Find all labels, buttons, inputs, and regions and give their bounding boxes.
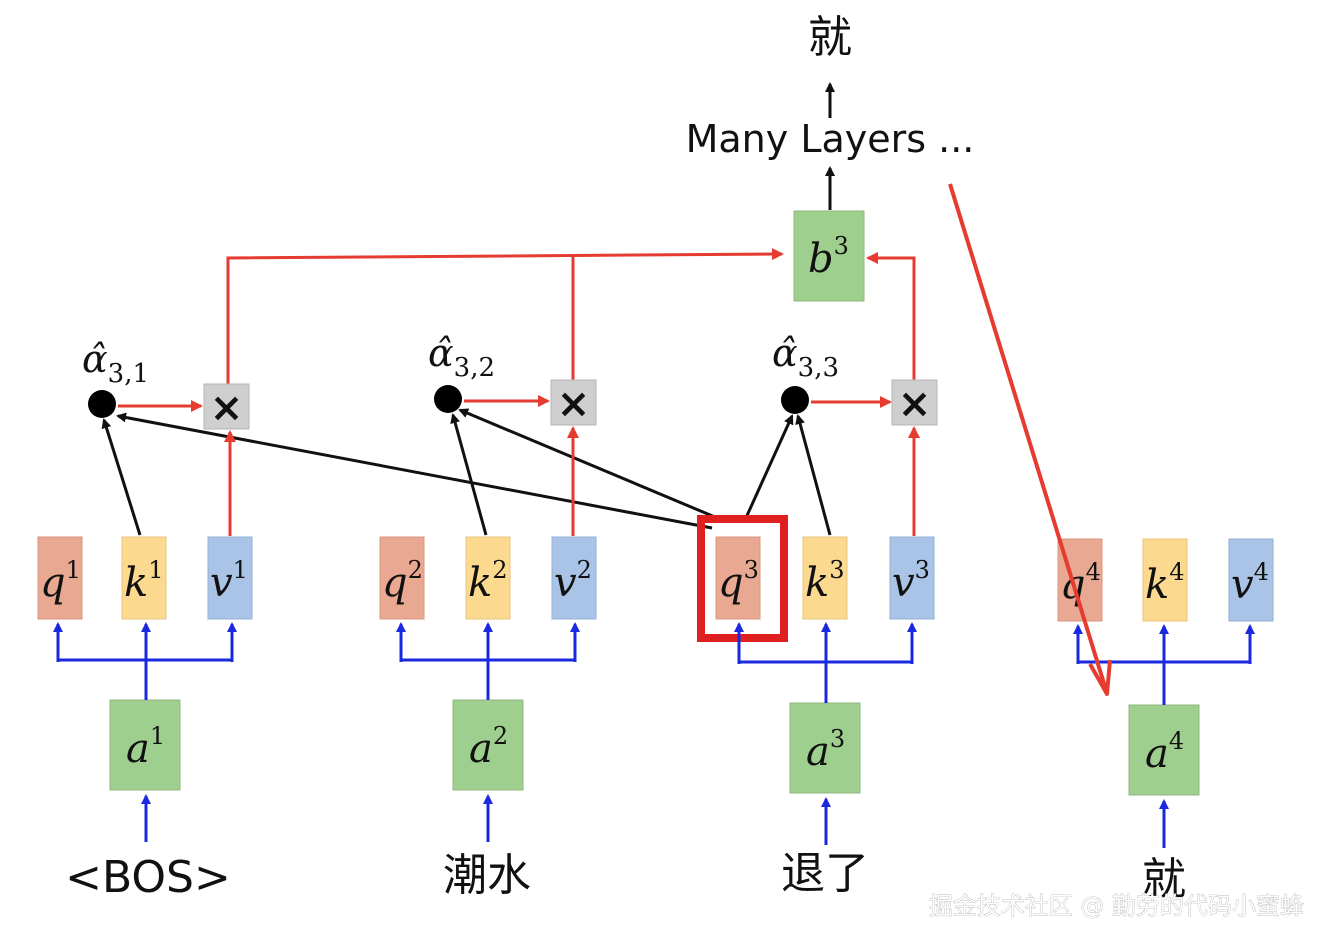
a1-label: a1 [126, 722, 165, 772]
token-2-label: 潮水 [443, 850, 531, 901]
many-layers-label: Many Layers ... [686, 117, 975, 161]
watermark-text: 掘金技术社区 @ 勤劳的代码小蜜蜂 [929, 892, 1304, 920]
a2-box [452, 699, 524, 791]
multiply-symbol-1: × [210, 385, 244, 431]
q1-box [37, 536, 83, 620]
arrow-q3-to-alpha3 [743, 414, 794, 521]
arrow-k1-to-alpha1 [101, 418, 142, 536]
a4-box [1128, 704, 1200, 796]
v4-label: v4 [1231, 558, 1269, 608]
multiply-symbol-2: × [557, 381, 591, 427]
arrow-q3-to-alpha2 [458, 408, 723, 522]
k1-label: k1 [124, 556, 164, 606]
alpha-3-3-label: α̂3,3 [772, 331, 839, 383]
arrow-k3-to-alpha3 [795, 414, 832, 536]
multiply-box-2 [550, 379, 597, 426]
alpha-3-2-label: α̂3,2 [428, 331, 495, 383]
q2-label: q2 [382, 556, 423, 606]
k3-label: k3 [805, 556, 845, 606]
red-feedback-arrowhead [1088, 659, 1112, 696]
k3-box [802, 536, 848, 620]
v3-box [889, 536, 935, 620]
q1-label: q1 [40, 556, 81, 606]
alpha-3-3-node [781, 386, 809, 414]
k1-box [121, 536, 167, 620]
a3-label: a3 [806, 725, 845, 775]
k4-label: k4 [1145, 558, 1185, 608]
red-feedback-arrow [948, 183, 1108, 691]
arrow-q3-to-alpha1 [116, 412, 713, 530]
q3-highlight-frame [697, 515, 788, 642]
v3-label: v3 [892, 556, 930, 606]
alpha-3-2-node [434, 385, 462, 413]
k2-box [465, 536, 511, 620]
arrow-k2-to-alpha2 [450, 413, 488, 536]
v4-box [1228, 538, 1274, 622]
top-output-token: 就 [808, 12, 852, 63]
k4-box [1142, 538, 1188, 622]
multiply-box-3 [891, 379, 938, 426]
k2-label: k2 [468, 556, 508, 606]
b3-box [793, 210, 865, 302]
token-4-label: 就 [1142, 854, 1186, 905]
b3-label: b3 [808, 232, 849, 282]
token-3-label: 退了 [781, 848, 869, 899]
alpha-3-1-label: α̂3,1 [82, 337, 149, 389]
red-path-x1-to-b [226, 248, 784, 384]
multiply-symbol-3: × [898, 381, 932, 427]
alpha-3-1-node [88, 390, 116, 418]
v1-label: v1 [210, 556, 248, 606]
q3-box [715, 536, 761, 620]
v2-box [551, 536, 597, 620]
a1-box [109, 699, 181, 791]
multiply-box-1 [203, 383, 250, 430]
q2-box [379, 536, 425, 620]
v2-label: v2 [554, 556, 592, 606]
a2-label: a2 [469, 722, 508, 772]
a3-box [789, 702, 861, 794]
q3-label: q3 [718, 556, 759, 606]
v1-box [207, 536, 253, 620]
a4-label: a4 [1145, 727, 1184, 777]
red-path-x3-to-b [866, 252, 916, 382]
token-1-label: <BOS> [65, 852, 231, 903]
